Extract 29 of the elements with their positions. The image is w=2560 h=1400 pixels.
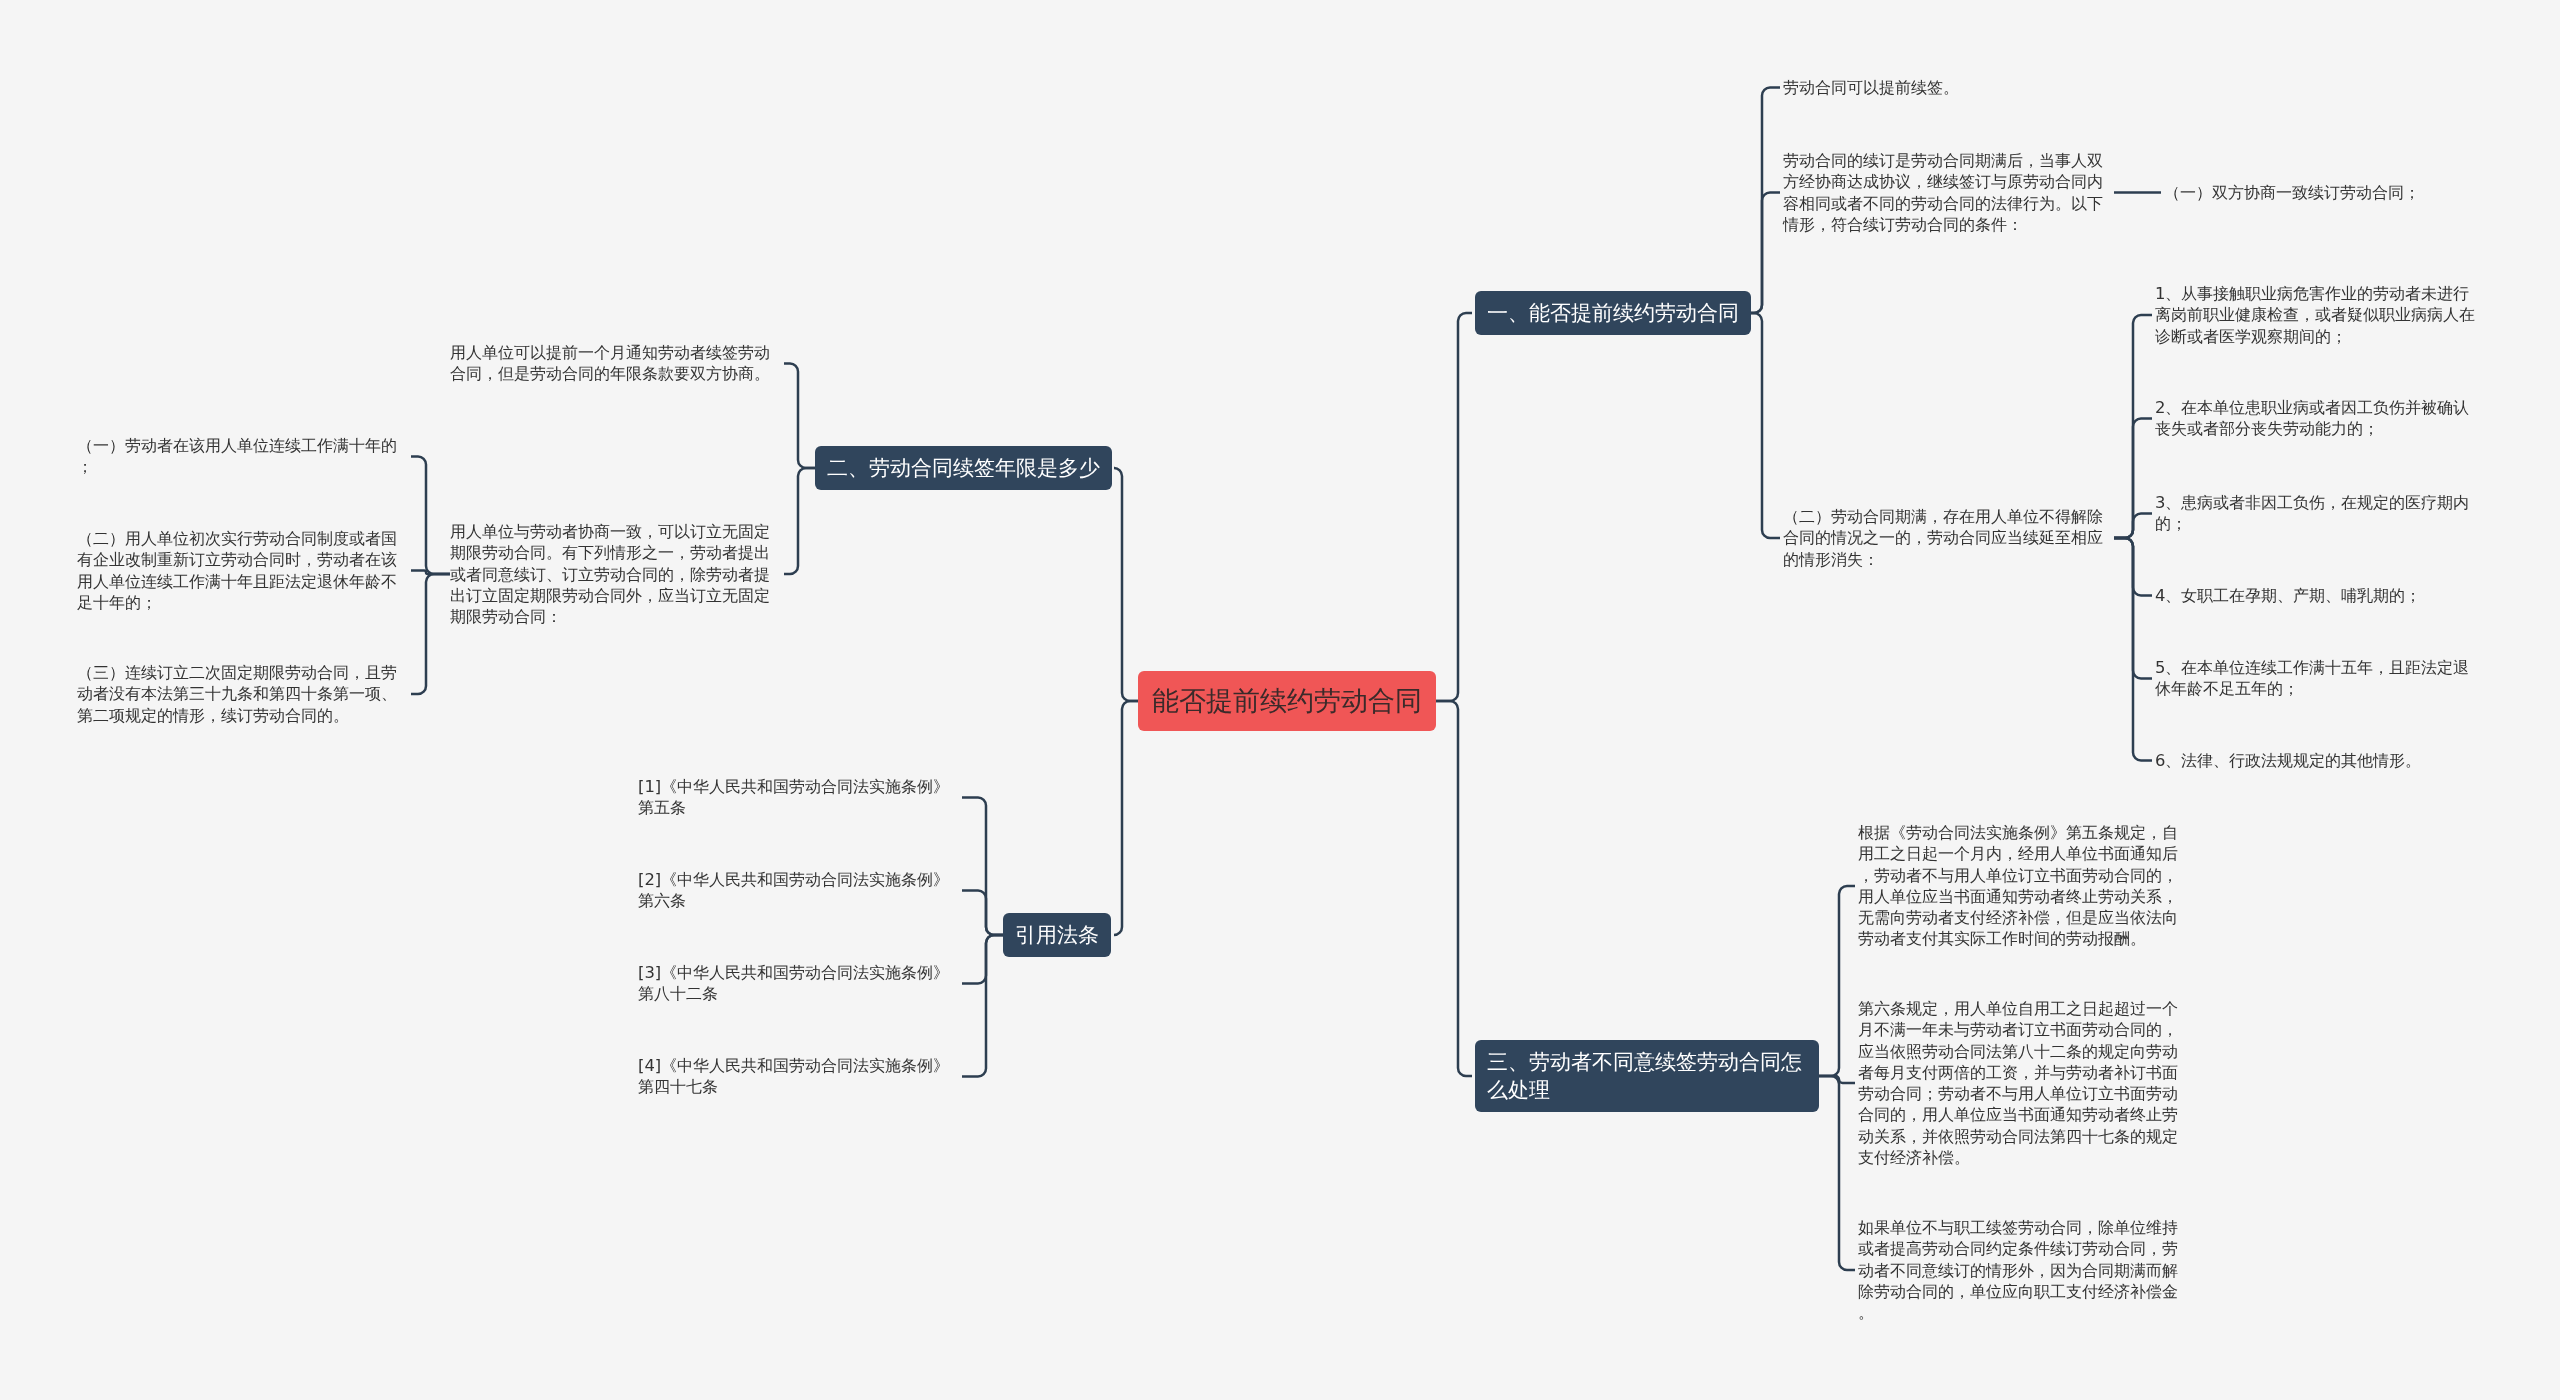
note-text: [4]《中华人民共和国劳动合同法实施条例》第四十七条 [638, 1055, 959, 1098]
topic-box: 二、劳动合同续签年限是多少 [815, 446, 1112, 490]
note-text: 用人单位可以提前一个月通知劳动者续签劳动合同，但是劳动合同的年限条款要双方协商。 [450, 342, 781, 385]
note-text: 2、在本单位患职业病或者因工负伤并被确认丧失或者部分丧失劳动能力的； [2155, 397, 2481, 440]
central-topic: 能否提前续约劳动合同 [1138, 671, 1436, 731]
connector-line [2114, 191, 2161, 194]
note-text: （三）连续订立二次固定期限劳动合同，且劳动者没有本法第三十九条和第四十条第一项、第二项规定的情形，续订劳动合同的。 [77, 662, 408, 726]
note-text: 4、女职工在孕期、产期、哺乳期的； [2155, 585, 2481, 607]
topic-box: 一、能否提前续约劳动合同 [1475, 291, 1751, 335]
note-text: （一）劳动者在该用人单位连续工作满十年的； [77, 435, 408, 478]
note-text: 第六条规定，用人单位自用工之日起超过一个月不满一年未与劳动者订立书面劳动合同的，应当依照劳动合同法第八十二条的规定向劳动者每月支付两倍的工资，并与劳动者补订书面劳动合同；劳动者不与用人单位订立书面劳动合同的，用人单位应当书面通知劳动者终止劳动关系，并依照劳动合同法第四十七条的规定支付经济补偿。 [1858, 998, 2189, 1169]
connector-line [1112, 699, 1138, 937]
note-text: 根据《劳动合同法实施条例》第五条规定，自用工之日起一个月内，经用人单位书面通知后，劳动者不与用人单位订立书面劳动合同的，用人单位应当书面通知劳动者终止劳动关系，无需向劳动者支付经济补偿，但是应当依法向劳动者支付其实际工作时间的劳动报酬。 [1858, 822, 2189, 950]
note-text: [1]《中华人民共和国劳动合同法实施条例》第五条 [638, 776, 959, 819]
note-text: 6、法律、行政法规规定的其他情形。 [2155, 750, 2481, 772]
note-text: 劳动合同的续订是劳动合同期满后，当事人双方经协商达成协议，继续签订与原劳动合同内容相同或者不同的劳动合同的法律行为。以下情形，符合续订劳动合同的条件： [1783, 150, 2114, 236]
note-text: [2]《中华人民共和国劳动合同法实施条例》第六条 [638, 869, 959, 912]
note-text: 5、在本单位连续工作满十五年，且距法定退休年龄不足五年的； [2155, 657, 2481, 700]
note-text: （一）双方协商一致续订劳动合同； [2164, 182, 2464, 204]
topic-box: 三、劳动者不同意续签劳动合同怎么处理 [1475, 1040, 1819, 1112]
note-text: 3、患病或者非因工负伤，在规定的医疗期内的； [2155, 492, 2481, 535]
note-text: [3]《中华人民共和国劳动合同法实施条例》第八十二条 [638, 962, 959, 1005]
note-text: （二）用人单位初次实行劳动合同制度或者国有企业改制重新订立劳动合同时，劳动者在该用人单位连续工作满十年且距法定退休年龄不足十年的； [77, 528, 408, 614]
note-text: 用人单位与劳动者协商一致，可以订立无固定期限劳动合同。有下列情形之一，劳动者提出或者同意续订、订立劳动合同的，除劳动者提出订立固定期限劳动合同外，应当订立无固定期限劳动合同： [450, 521, 781, 628]
note-text: （二）劳动合同期满，存在用人单位不得解除合同的情况之一的，劳动合同应当续延至相应的情形消失： [1783, 506, 2114, 570]
note-text: 如果单位不与职工续签劳动合同，除单位维持或者提高劳动合同约定条件续订劳动合同，劳动者不同意续订的情形外，因为合同期满而解除劳动合同的，单位应向职工支付经济补偿金。 [1858, 1217, 2189, 1324]
note-text: 1、从事接触职业病危害作业的劳动者未进行离岗前职业健康检查，或者疑似职业病病人在诊断或者医学观察期间的； [2155, 283, 2481, 347]
note-text: 劳动合同可以提前续签。 [1783, 77, 2114, 99]
topic-box: 引用法条 [1003, 913, 1111, 957]
